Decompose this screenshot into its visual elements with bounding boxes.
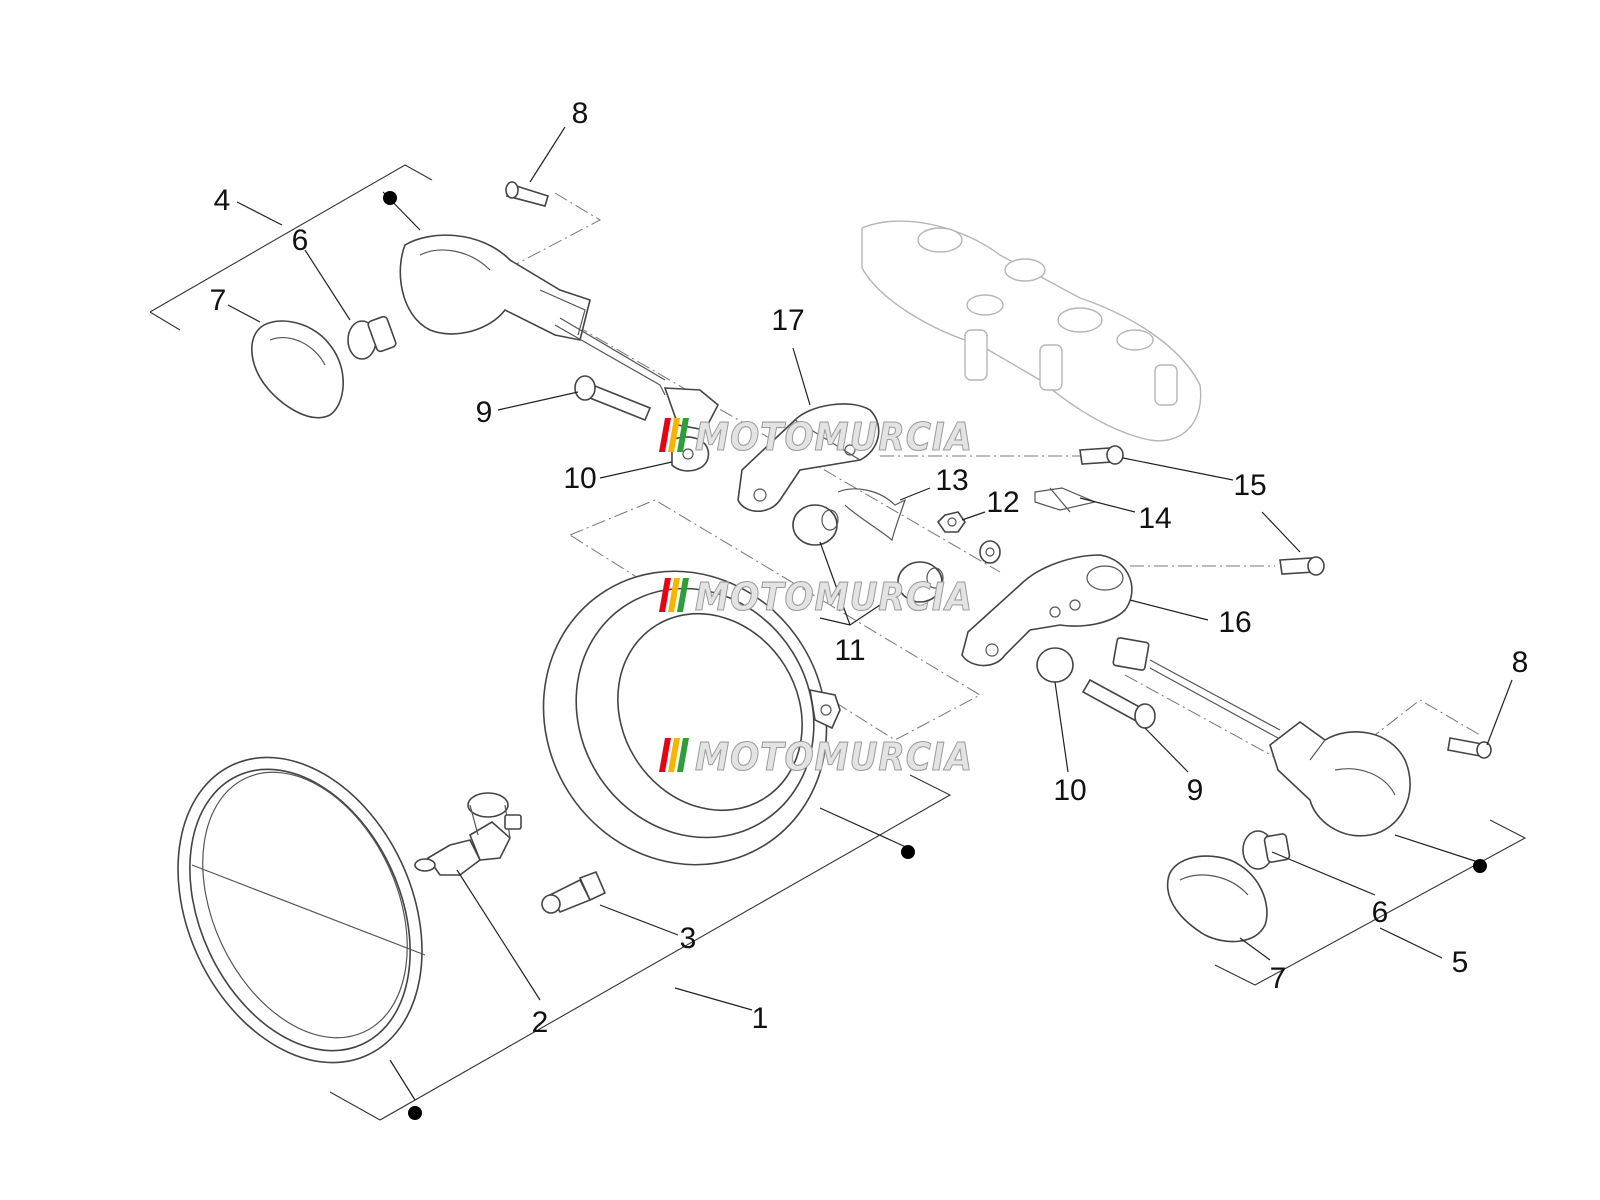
- callout-12: 12: [986, 486, 1019, 519]
- watermark-text: MOTOMURCIA: [695, 575, 973, 619]
- callout-15: 15: [1233, 469, 1266, 502]
- callout-8-right: 8: [1512, 646, 1529, 679]
- watermark-color-bar: [677, 578, 689, 612]
- watermark-text: MOTOMURCIA: [695, 735, 973, 779]
- wire-clip-13: [837, 488, 907, 542]
- callout-9-left: 9: [476, 396, 493, 429]
- parking-bulb: [541, 870, 607, 914]
- callout-7-right: 7: [1270, 962, 1287, 995]
- callout-4: 4: [214, 184, 231, 217]
- watermark-color-bar: [668, 418, 680, 452]
- bracket-16: [961, 554, 1133, 667]
- callout-3: 3: [680, 922, 697, 955]
- callout-6-right: 6: [1372, 896, 1389, 929]
- watermark-color-bar: [659, 578, 671, 612]
- bracket-17: [737, 403, 880, 513]
- headlight-lens: [177, 756, 426, 1064]
- nut-12: [936, 511, 1001, 564]
- watermark-color-bar: [659, 738, 671, 772]
- bolt-15-lower: [1279, 556, 1325, 576]
- callout-16: 16: [1218, 606, 1251, 639]
- bolt-15-upper: [1079, 445, 1124, 465]
- watermark-1: MOTOMURCIA: [659, 414, 973, 460]
- watermark-color-bar: [677, 418, 689, 452]
- watermark-color-bar: [668, 738, 680, 772]
- watermark-color-bar: [668, 578, 680, 612]
- callout-8-top: 8: [572, 97, 589, 130]
- group-lines: [149, 164, 1527, 1121]
- callout-1: 1: [752, 1002, 769, 1035]
- handlebar-top-yoke: [861, 220, 1202, 442]
- callout-17: 17: [771, 304, 804, 337]
- left-indicator-assembly: [399, 234, 720, 431]
- callout-7-left: 7: [210, 284, 227, 317]
- watermark-color-bar: [677, 738, 689, 772]
- callout-10-left: 10: [563, 462, 596, 495]
- callout-5: 5: [1452, 946, 1469, 979]
- watermark-color-bar: [659, 418, 671, 452]
- right-indicator-connector: [1112, 637, 1281, 739]
- callout-numbers: 8 4 6 7 17 9 10 13 12 14 15 16 11 8 10 9…: [210, 97, 1529, 1039]
- screw-8-top: [505, 181, 549, 207]
- callout-6-left: 6: [292, 224, 309, 257]
- screw-8-right: [1447, 737, 1492, 759]
- callout-13: 13: [935, 464, 968, 497]
- callout-14: 14: [1138, 502, 1171, 535]
- callout-10-lower: 10: [1053, 774, 1086, 807]
- reference-dots: [383, 191, 1487, 1120]
- right-indicator-bulb: [1242, 830, 1291, 870]
- callout-11: 11: [834, 634, 865, 667]
- watermark-3: MOTOMURCIA: [659, 734, 973, 780]
- right-indicator-assembly: [1269, 721, 1411, 837]
- callout-2: 2: [532, 1006, 549, 1039]
- rubber-mount-11: [792, 504, 944, 603]
- left-indicator-bulb: [347, 315, 397, 360]
- right-indicator-lens: [1166, 855, 1268, 943]
- callout-9-lower: 9: [1187, 774, 1204, 807]
- spacer-10-lower: [1036, 647, 1074, 683]
- bolt-9-lower: [1081, 678, 1156, 729]
- watermark-2: MOTOMURCIA: [659, 574, 973, 620]
- spring-clip-14: [1034, 487, 1097, 513]
- bolt-9-left: [574, 375, 652, 422]
- headlight-bulb: [414, 792, 522, 876]
- watermark-text: MOTOMURCIA: [695, 415, 973, 459]
- leader-lines: [227, 126, 1513, 1101]
- left-indicator-lens: [251, 320, 344, 419]
